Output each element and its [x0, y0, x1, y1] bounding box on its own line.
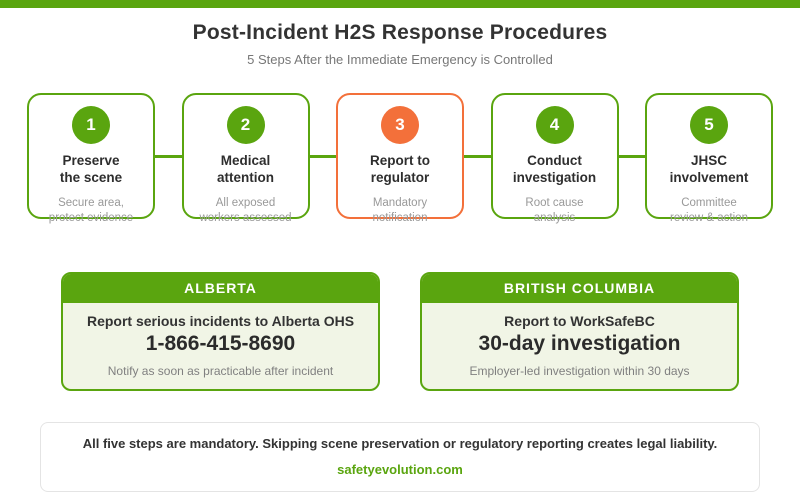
top-accent-bar: [0, 0, 800, 8]
region-body: Report to WorkSafeBC 30-day investigatio…: [422, 303, 737, 389]
step-title: Preserve the scene: [59, 153, 123, 185]
step-number-badge: 4: [535, 106, 574, 144]
page-header: Post-Incident H2S Response Procedures 5 …: [0, 8, 800, 67]
step-number-badge: 2: [226, 106, 265, 144]
page-title: Post-Incident H2S Response Procedures: [192, 21, 608, 44]
step-connector: [618, 155, 645, 158]
step-number-badge: 1: [72, 106, 110, 144]
step-subtitle: Secure area, protect evidence: [48, 196, 134, 224]
step-card-report-regulator: 3 Report to regulator Mandatory notifica…: [336, 93, 464, 224]
region-note: Employer-led investigation within 30 day…: [469, 364, 690, 378]
step-number-badge: 5: [690, 106, 728, 144]
step-card-conduct-investigation: 4 Conduct investigation Root cause analy…: [490, 93, 619, 224]
region-header: ALBERTA: [63, 274, 378, 303]
region-instruction: Report to WorkSafeBC: [504, 313, 655, 329]
step-subtitle: Mandatory notification: [372, 196, 428, 224]
region-card-alberta: ALBERTA Report serious incidents to Albe…: [61, 272, 380, 391]
step-card-preserve-scene: 1 Preserve the scene Secure area, protec…: [27, 93, 155, 224]
step-number-badge: 3: [381, 106, 419, 144]
step-title: Medical attention: [217, 153, 274, 185]
region-deadline: 30-day investigation: [478, 332, 681, 355]
region-phone-number: 1-866-415-8690: [145, 332, 296, 355]
step-title: JHSC involvement: [669, 153, 749, 185]
step-connector: [155, 155, 182, 158]
footer-website-link[interactable]: safetyevolution.com: [337, 462, 463, 477]
step-connector: [309, 155, 336, 158]
region-instruction: Report serious incidents to Alberta OHS: [86, 313, 355, 329]
region-card-british-columbia: BRITISH COLUMBIA Report to WorkSafeBC 30…: [420, 272, 739, 391]
footer-note-box: All five steps are mandatory. Skipping s…: [40, 422, 760, 492]
footer-warning-text: All five steps are mandatory. Skipping s…: [82, 436, 718, 451]
step-card-medical-attention: 2 Medical attention All exposed workers …: [181, 93, 310, 224]
step-title: Conduct investigation: [512, 153, 597, 185]
step-subtitle: Root cause analysis: [525, 196, 584, 224]
page-subtitle: 5 Steps After the Immediate Emergency is…: [247, 52, 553, 67]
region-header: BRITISH COLUMBIA: [422, 274, 737, 303]
step-card-jhsc-involvement: 5 JHSC involvement Committee review & ac…: [645, 93, 773, 224]
region-cards-row: ALBERTA Report serious incidents to Albe…: [0, 272, 800, 391]
step-subtitle: All exposed workers assessed: [199, 196, 292, 224]
step-subtitle: Committee review & action: [670, 196, 748, 224]
step-connector: [464, 155, 491, 158]
region-note: Notify as soon as practicable after inci…: [107, 364, 334, 378]
step-title: Report to regulator: [370, 153, 430, 185]
region-body: Report serious incidents to Alberta OHS …: [63, 303, 378, 389]
steps-row: 1 Preserve the scene Secure area, protec…: [27, 93, 773, 224]
